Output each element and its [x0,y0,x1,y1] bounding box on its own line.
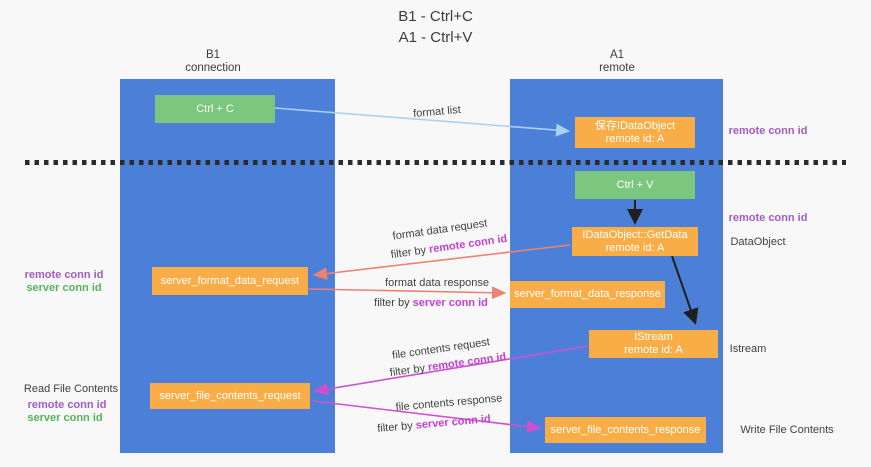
node-idataobject-getdata: IDataObject::GetData remote id: A [572,227,698,256]
node-getdata-line2: remote id: A [605,241,665,254]
label-remote-conn-id-right-2: remote conn id [728,212,808,224]
node-ctrl-v-label: Ctrl + V [616,178,654,191]
node-getdata-line1: IDataObject::GetData [582,228,688,241]
machine-boundary-dashed-line [25,160,846,165]
label-filter-server-1: filter by server conn id [374,297,488,309]
label-file-contents-response: file contents response [395,392,503,414]
label-server-conn-id-left-1: server conn id [26,282,102,294]
diagram-title: B1 - Ctrl+C A1 - Ctrl+V [0,6,871,48]
title-line-2: A1 - Ctrl+V [398,29,473,46]
node-save-idataobject-line1: 保存IDataObject [594,119,676,132]
node-file-request-label: server_file_contents_request [159,389,301,402]
node-istream-line1: IStream [634,331,673,343]
node-format-response-label: server_format_data_response [514,288,661,300]
right-column-header: A1 remote [537,49,697,75]
left-header-line1: B1 [205,49,221,61]
right-header-line2: remote [599,62,635,74]
left-column-header: B1 connection [133,49,293,75]
title-line-1: B1 - Ctrl+C [398,8,473,25]
node-save-idataobject: 保存IDataObject remote id: A [575,117,695,148]
node-file-response-label: server_file_contents_response [550,423,701,436]
node-ctrl-c-label: Ctrl + C [196,102,234,115]
right-header-line1: A1 [609,49,625,61]
node-server-format-data-response: server_format_data_response [510,281,665,308]
label-filter-server-2: filter by server conn id [376,413,492,435]
label-write-file-contents: Write File Contents [740,424,834,436]
label-server-conn-id-left-2: server conn id [27,412,103,424]
node-ctrl-v: Ctrl + V [575,171,695,199]
node-server-file-contents-response: server_file_contents_response [545,417,706,443]
node-format-request-label: server_format_data_request [160,274,300,287]
label-istream-side: Istream [729,343,767,355]
node-ctrl-c: Ctrl + C [155,95,275,123]
node-server-format-data-request: server_format_data_request [152,267,308,295]
node-server-file-contents-request: server_file_contents_request [150,383,310,409]
node-save-idataobject-line2: remote id: A [605,132,665,145]
label-remote-conn-id-right-1: remote conn id [728,125,808,137]
label-remote-conn-id-left-2: remote conn id [27,399,107,411]
arrow-format-data-response [308,286,507,300]
label-format-data-response: format data response [385,277,489,289]
label-dataobject: DataObject [730,236,786,248]
node-istream-line2: remote id: A [624,344,683,356]
node-istream: IStream remote id: A [589,330,718,358]
left-header-line2: connection [185,62,241,74]
label-remote-conn-id-left-1: remote conn id [24,269,104,281]
label-read-file-contents: Read File Contents [23,383,119,395]
label-format-list: format list [412,103,462,121]
